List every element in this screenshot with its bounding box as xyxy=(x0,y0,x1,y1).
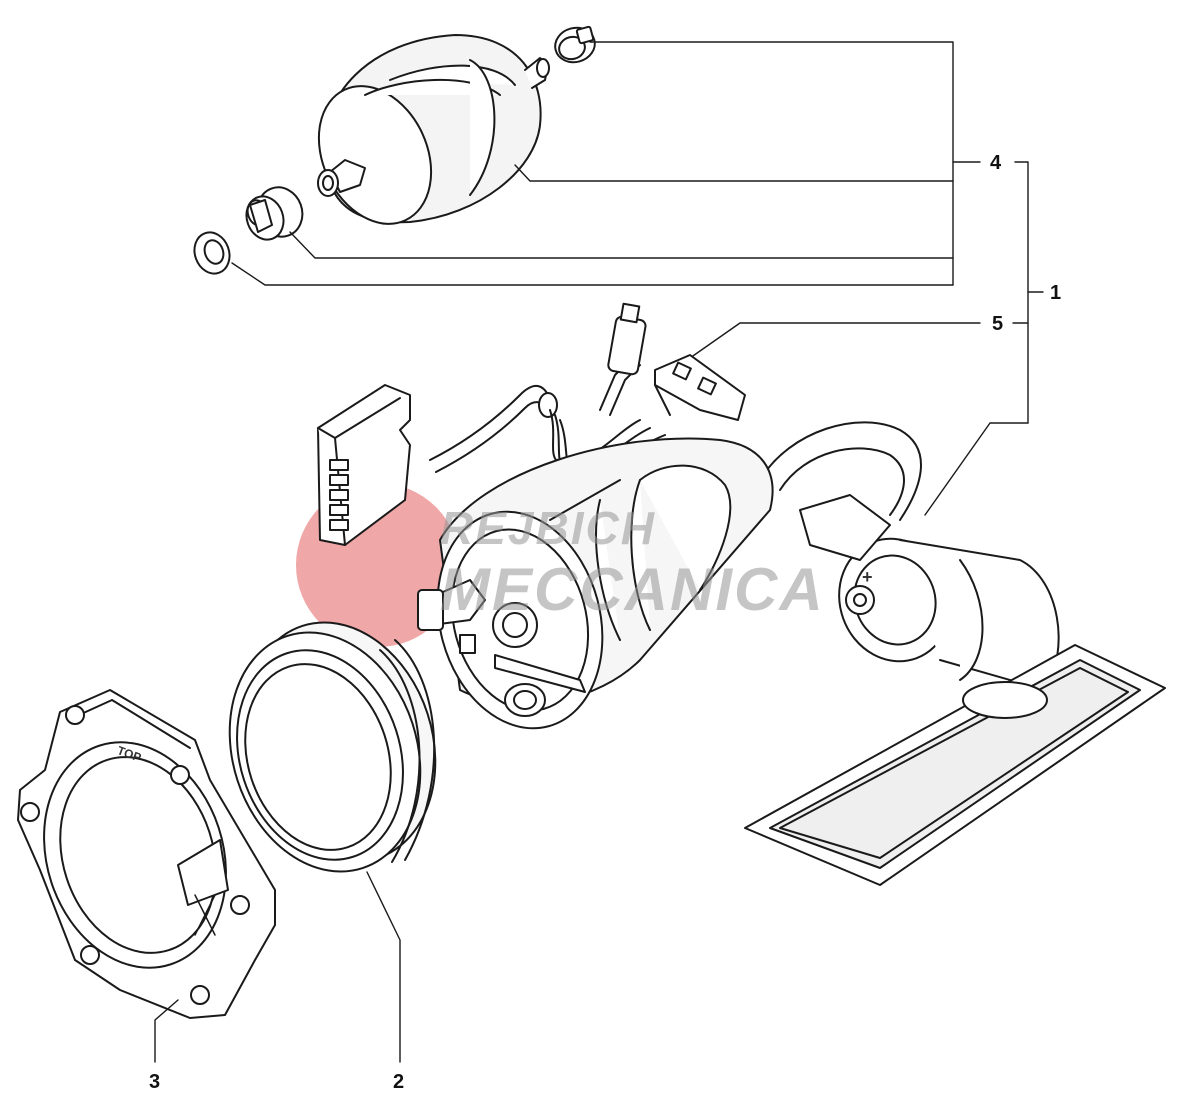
callout-4: 4 xyxy=(990,152,1002,174)
callout-2: 2 xyxy=(393,1071,405,1093)
watermark-line1: REJBICH xyxy=(440,502,656,554)
callout-5: 5 xyxy=(992,313,1004,335)
pressure-sensor-plug xyxy=(607,302,647,376)
fuel-strainer xyxy=(744,644,1166,886)
watermark-line2: MECCANICA xyxy=(440,556,825,623)
mounting-flange xyxy=(17,689,276,1019)
callout-1: 1 xyxy=(1050,282,1062,304)
fuel-pump-body xyxy=(417,421,1060,730)
terminal-plus-marking: + xyxy=(862,567,873,587)
seal-ring xyxy=(228,621,437,873)
pump-plug xyxy=(654,354,746,421)
leader-lines-lower xyxy=(154,871,401,1063)
callout-3: 3 xyxy=(149,1071,161,1093)
hose-clamp xyxy=(554,25,596,64)
o-ring xyxy=(193,231,231,275)
fitting xyxy=(245,186,304,241)
fuel-hose xyxy=(429,385,558,473)
electrical-connector xyxy=(317,384,411,546)
leader-lines-4 xyxy=(231,41,1044,516)
fuel-filter xyxy=(317,34,550,225)
